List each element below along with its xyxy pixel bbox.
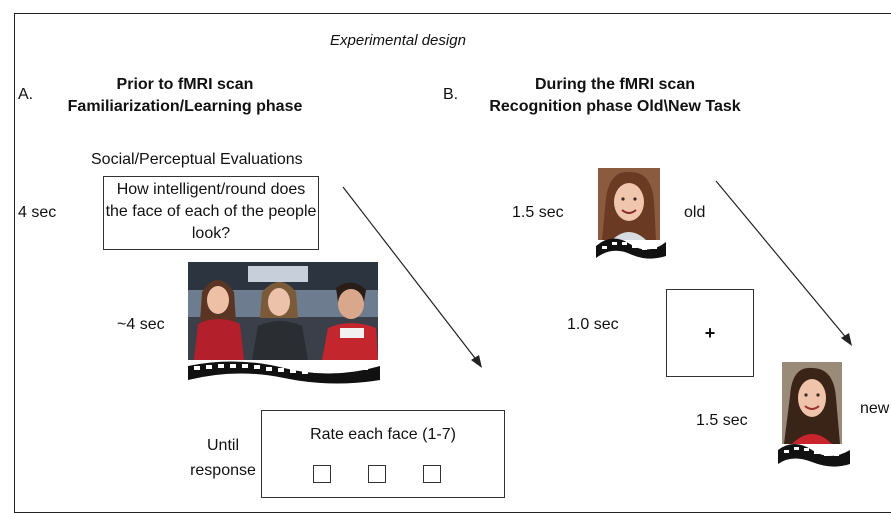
- panel-a-heading-line1: Prior to fMRI scan: [116, 76, 254, 93]
- rating-duration: Until response: [190, 433, 256, 483]
- panel-b-heading: During the fMRI scan Recognition phase O…: [470, 74, 760, 118]
- rating-checkbox-3: [423, 465, 441, 483]
- eval-duration: 4 sec: [18, 204, 57, 221]
- rating-duration-line1: Until: [206, 437, 239, 454]
- figure-title: Experimental design: [330, 32, 466, 49]
- face1-photo: [598, 168, 660, 240]
- film-strip-face2: [778, 444, 850, 467]
- face2-illustration: [782, 362, 842, 444]
- fixation-duration: 1.0 sec: [567, 316, 619, 333]
- film-strip-face1: [596, 238, 666, 259]
- eval-title: Social/Perceptual Evaluations: [91, 151, 303, 168]
- rating-checkbox-2: [368, 465, 386, 483]
- face1-label: old: [684, 204, 706, 221]
- face2-label: new: [860, 400, 890, 417]
- panel-a-heading-line2: Familiarization/Learning phase: [67, 98, 303, 115]
- rating-prompt: Rate each face (1-7): [310, 426, 456, 443]
- group-photo-illustration: [188, 262, 378, 360]
- rating-duration-line2: response: [190, 462, 256, 479]
- face2-duration: 1.5 sec: [696, 412, 748, 429]
- panel-a-letter: A.: [18, 86, 34, 103]
- arrow-panel-b: [715, 180, 852, 346]
- group-video-still: [188, 262, 378, 360]
- arrow-panel-a: [342, 186, 482, 368]
- question-box: How intelligent/round does the face of e…: [103, 176, 319, 250]
- face2-photo: [782, 362, 842, 444]
- film-strip-video: [188, 361, 380, 384]
- video-duration: ~4 sec: [117, 316, 165, 333]
- panel-b-heading-line2: Recognition phase Old\New Task: [489, 98, 741, 115]
- rating-checkbox-1: [313, 465, 331, 483]
- panel-a-heading: Prior to fMRI scan Familiarization/Learn…: [40, 74, 330, 118]
- panel-b-letter: B.: [443, 86, 459, 103]
- panel-b-heading-line1: During the fMRI scan: [534, 76, 695, 93]
- fixation-box: [666, 289, 754, 377]
- rating-box: [261, 410, 505, 498]
- face1-illustration: [598, 168, 660, 240]
- fixation-cross: +: [704, 323, 716, 343]
- face1-duration: 1.5 sec: [512, 204, 564, 221]
